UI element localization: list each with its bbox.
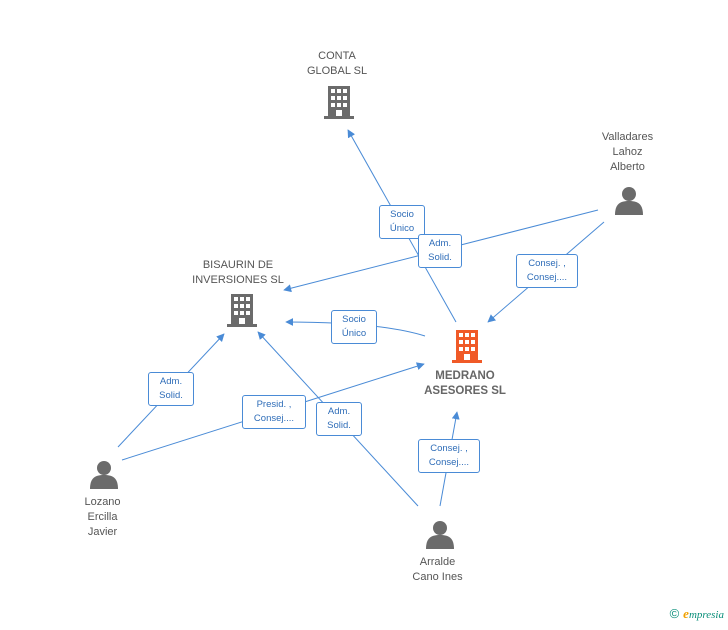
bisaurin-label[interactable]: BISAURIN DE INVERSIONES SL — [192, 259, 284, 286]
edge-label-consej-valladares[interactable]: Consej. , Consej.... — [516, 254, 578, 288]
arralde-person-icon[interactable] — [426, 521, 454, 549]
conta-global-building-icon[interactable] — [324, 86, 354, 119]
edge-label-presid-lozano[interactable]: Presid. , Consej.... — [242, 395, 306, 429]
bisaurin-building-icon[interactable] — [227, 294, 257, 327]
medrano-label[interactable]: MEDRANO ASESORES SL — [424, 370, 506, 397]
medrano-building-icon[interactable] — [452, 330, 482, 363]
brand-name: mpresia — [688, 609, 724, 621]
arralde-label[interactable]: Arralde Cano Ines — [412, 556, 463, 583]
empresia-brand[interactable]: ©empresia — [670, 606, 724, 622]
edge-label-socio-unico-bisaurin[interactable]: Socio Único — [331, 310, 377, 344]
edge-label-socio-unico-conta[interactable]: Socio Único — [379, 205, 425, 239]
valladares-person-icon[interactable] — [615, 187, 643, 215]
lozano-label[interactable]: Lozano Ercilla Javier — [84, 496, 121, 538]
conta-global-label[interactable]: CONTA GLOBAL SL — [306, 50, 368, 77]
brand-e-logo: e — [683, 606, 689, 621]
edge-label-consej-arralde[interactable]: Consej. , Consej.... — [418, 439, 480, 473]
valladares-label[interactable]: Valladares Lahoz Alberto — [601, 131, 654, 173]
edge-label-adm-solid-lozano[interactable]: Adm. Solid. — [148, 372, 194, 406]
edge-label-adm-solid-valladares[interactable]: Adm. Solid. — [418, 234, 462, 268]
lozano-person-icon[interactable] — [90, 461, 118, 489]
copyright-icon: © — [669, 606, 680, 621]
edge-label-adm-solid-arralde[interactable]: Adm. Solid. — [316, 402, 362, 436]
